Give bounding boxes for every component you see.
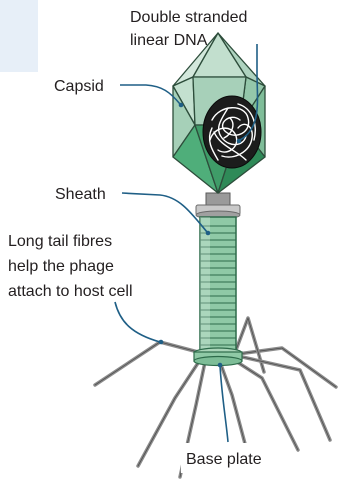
leader-capsid (120, 85, 180, 104)
label-sheath: Sheath (55, 186, 106, 203)
label-dna-line1: Double stranded (130, 9, 247, 26)
label-fibres-line2: help the phage (8, 258, 114, 275)
leader-sheath (122, 193, 207, 232)
label-fibres-line1: Long tail fibres (8, 233, 112, 250)
dna-bundle (203, 96, 261, 168)
label-fibres-line3: attach to host cell (8, 283, 133, 300)
label-capsid: Capsid (54, 78, 104, 95)
sheath (200, 217, 236, 350)
leader-fibres (115, 302, 160, 342)
base-plate (194, 348, 242, 366)
corner-panel (0, 0, 38, 72)
collar (196, 193, 240, 219)
label-base-plate: Base plate (186, 451, 262, 468)
label-dna-line2: linear DNA (130, 32, 208, 49)
